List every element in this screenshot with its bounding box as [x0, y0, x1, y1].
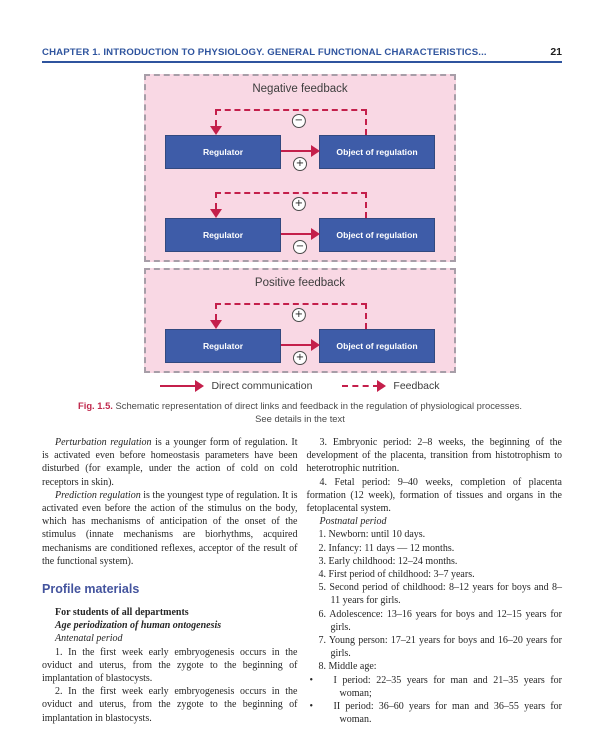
feedback-arrowhead-icon [210, 320, 222, 329]
feedback-arrowhead-icon [210, 126, 222, 135]
page-number: 21 [550, 46, 562, 58]
regulator-box: Regulator [165, 135, 281, 169]
feedback-sign: + [291, 308, 306, 322]
direct-link: − [281, 218, 320, 254]
list-item: 7. Young person: 17–21 years for boys an… [318, 635, 563, 660]
figure-caption: Fig. 1.5. Schematic representation of di… [40, 400, 560, 425]
list-item: 3. Early childhood: 12–24 months. [318, 555, 458, 567]
paragraph: Perturbation regulation is a younger for… [42, 436, 298, 489]
negative-feedback-panel: Negative feedback − Regulator + Object o… [144, 74, 456, 262]
feedback-diagram-1: − Regulator + Object of regulation [155, 101, 445, 171]
direct-link: + [281, 329, 320, 365]
legend-feedback-label: Feedback [393, 380, 440, 392]
regulator-box: Regulator [165, 329, 281, 363]
body-columns: Perturbation regulation is a younger for… [42, 436, 562, 726]
direct-sign: + [293, 351, 307, 365]
feedback-diagram-2: + Regulator − Object of regulation [155, 184, 445, 254]
running-head: CHAPTER 1. INTRODUCTION TO PHYSIOLOGY. G… [42, 46, 562, 63]
bullet-item: • II period: 36–60 years for man and 36–5… [307, 700, 563, 726]
paragraph: 3. Embryonic period: 2–8 weeks, the begi… [306, 437, 563, 475]
paragraph: 4. Fetal period: 9–40 weeks, completion … [306, 476, 563, 515]
feedback-dashed-line [215, 303, 217, 320]
legend-direct: Direct communication [160, 380, 312, 392]
bullet-icon: • [309, 701, 314, 713]
solid-arrow-icon [160, 380, 205, 392]
paragraph-text: is the youngest type of regulation. It i… [42, 489, 298, 567]
list-item: 6. Adolescence: 13–16 years for boys and… [318, 608, 563, 633]
list-item: 8. Middle age: [318, 661, 377, 673]
direct-arrow [281, 344, 315, 346]
section-heading: Profile materials [42, 582, 140, 597]
left-column: Perturbation regulation is a younger for… [42, 436, 298, 726]
legend-feedback: Feedback [342, 380, 440, 392]
list-item: 4. First period of childhood: 3–7 years. [318, 569, 475, 581]
direct-arrowhead-icon [311, 145, 320, 157]
caption-text: Schematic representation of direct links… [115, 400, 522, 411]
term-italic: Perturbation regulation [55, 437, 152, 448]
object-of-regulation-box: Object of regulation [319, 329, 435, 363]
figure-legend: Direct communication Feedback [144, 380, 456, 392]
direct-sign: − [293, 240, 307, 254]
direct-arrowhead-icon [311, 228, 320, 240]
feedback-dashed-line [365, 192, 367, 218]
feedback-dashed-line [215, 109, 367, 111]
bullet-text: I period: 22–35 years for man and 21–35 … [333, 674, 563, 699]
regulator-box: Regulator [165, 218, 281, 252]
figure-1-5: Negative feedback − Regulator + Object o… [78, 74, 522, 425]
figure-label: Fig. 1.5. [78, 400, 113, 411]
chapter-header: CHAPTER 1. INTRODUCTION TO PHYSIOLOGY. G… [42, 47, 487, 58]
positive-feedback-panel: Positive feedback + Regulator + Object o… [144, 268, 456, 373]
feedback-sign: + [291, 197, 306, 211]
paragraph-text: is a younger form of regulation. It is a… [42, 437, 298, 488]
subheading-italic: Postnatal period [319, 516, 387, 528]
feedback-sign: − [291, 114, 306, 128]
feedback-dashed-line [365, 303, 367, 329]
caption-line-1: Fig. 1.5. Schematic representation of di… [40, 400, 560, 413]
feedback-arrowhead-icon [210, 209, 222, 218]
feedback-diagram-3: + Regulator + Object of regulation [155, 295, 445, 365]
diagram-box-row: Regulator + Object of regulation [165, 135, 435, 171]
bullet-text: II period: 36–60 years for man and 36–55… [333, 701, 563, 726]
list-item: 1. Newborn: until 10 days. [318, 529, 426, 541]
feedback-dashed-line [215, 303, 367, 305]
direct-link: + [281, 135, 320, 171]
bullet-icon: • [309, 674, 314, 686]
diagram-box-row: Regulator + Object of regulation [165, 329, 435, 365]
paragraph: 1. In the first week early embryogenesis… [42, 646, 298, 685]
dashed-arrow-icon [342, 380, 387, 392]
feedback-dashed-line [365, 109, 367, 135]
right-column: 3. Embryonic period: 2–8 weeks, the begi… [307, 436, 563, 726]
paragraph: 2. In the first week early embryogenesis… [42, 686, 298, 724]
direct-arrow [281, 150, 315, 152]
object-of-regulation-box: Object of regulation [319, 218, 435, 252]
subheading-italic: Antenatal period [55, 633, 123, 645]
direct-sign: + [293, 157, 307, 171]
subheading-bold: For students of all departments [55, 607, 189, 619]
term-italic: Prediction regulation [55, 489, 141, 501]
panel-title-negative: Negative feedback [252, 83, 348, 95]
feedback-dashed-line [215, 192, 217, 209]
paragraph: Prediction regulation is the youngest ty… [42, 489, 298, 568]
subheading-bold-italic: Age periodization of human ontogenesis [55, 620, 222, 632]
panel-title-positive: Positive feedback [254, 277, 346, 289]
list-item: 2. Infancy: 11 days — 12 months. [318, 542, 455, 554]
caption-line-2: See details in the text [255, 412, 345, 424]
object-of-regulation-box: Object of regulation [319, 135, 435, 169]
legend-direct-label: Direct communication [211, 380, 313, 392]
diagram-box-row: Regulator − Object of regulation [165, 218, 435, 254]
list-item: 5. Second period of childhood: 8–12 year… [318, 582, 563, 607]
bullet-item: • I period: 22–35 years for man and 21–35… [307, 674, 563, 700]
feedback-dashed-line [215, 109, 217, 126]
feedback-dashed-line [215, 192, 367, 194]
direct-arrow [281, 233, 315, 235]
direct-arrowhead-icon [311, 339, 320, 351]
